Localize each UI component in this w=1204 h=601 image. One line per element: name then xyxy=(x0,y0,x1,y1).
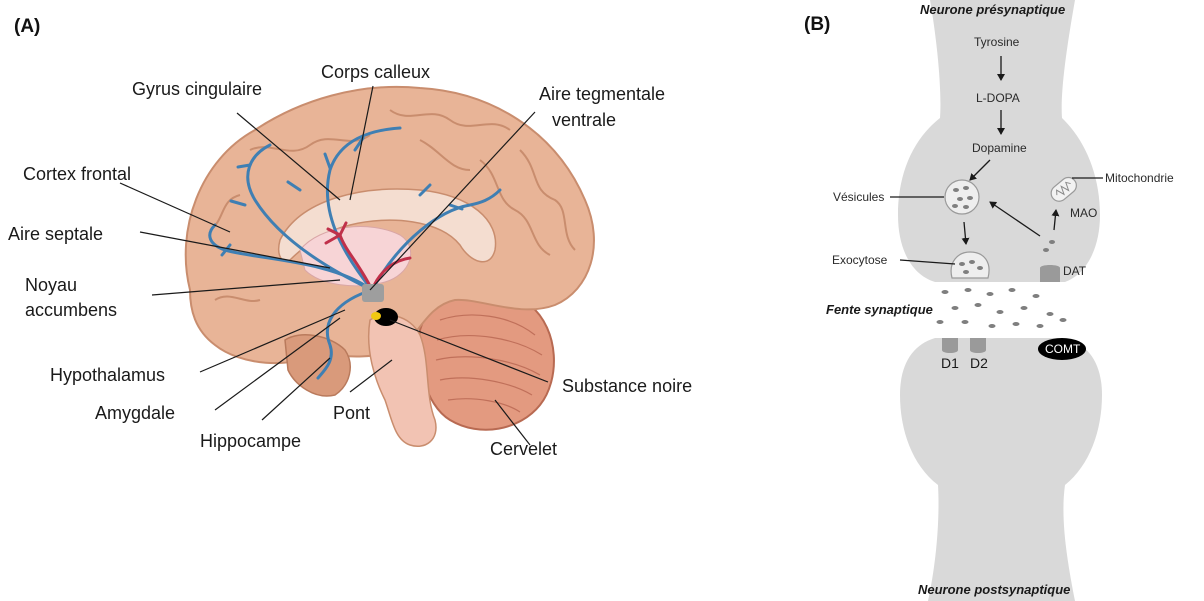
label-d1: D1 xyxy=(941,355,959,371)
label-ldopa: L-DOPA xyxy=(976,91,1020,105)
label-neurone-presynaptique: Neurone présynaptique xyxy=(920,2,1065,17)
vesicle xyxy=(945,180,979,214)
label-fente-synaptique: Fente synaptique xyxy=(826,302,933,317)
label-dat: DAT xyxy=(1063,264,1087,278)
label-cervelet: Cervelet xyxy=(490,439,557,459)
label-cortex-frontal: Cortex frontal xyxy=(23,164,131,184)
label-mao: MAO xyxy=(1070,206,1097,220)
label-aire-tegmentale-2: ventrale xyxy=(552,110,616,130)
label-aire-septale: Aire septale xyxy=(8,224,103,244)
label-noyau-2: accumbens xyxy=(25,300,117,320)
label-comt: COMT xyxy=(1045,342,1081,356)
d1-receptor xyxy=(942,338,958,353)
label-vesicules: Vésicules xyxy=(833,190,884,204)
label-neurone-postsynaptique: Neurone postsynaptique xyxy=(918,582,1070,597)
label-d2: D2 xyxy=(970,355,988,371)
postsynaptic-neuron xyxy=(900,338,1102,601)
panel-a-label: (A) xyxy=(14,16,40,37)
label-substance-noire: Substance noire xyxy=(562,376,692,396)
label-amygdale: Amygdale xyxy=(95,403,175,423)
yellow-marker xyxy=(371,312,381,320)
panel-b-label: (B) xyxy=(804,14,830,35)
label-hypothalamus: Hypothalamus xyxy=(50,365,165,385)
d2-receptor xyxy=(970,338,986,353)
label-tyrosine: Tyrosine xyxy=(974,35,1020,49)
dat-transporter xyxy=(1040,265,1060,282)
label-corps-calleux: Corps calleux xyxy=(321,62,430,82)
label-noyau-1: Noyau xyxy=(25,275,77,295)
label-aire-tegmentale-1: Aire tegmentale xyxy=(539,84,665,104)
label-pont: Pont xyxy=(333,403,370,423)
label-mitochondrie: Mitochondrie xyxy=(1105,171,1174,185)
label-hippocampe: Hippocampe xyxy=(200,431,301,451)
label-dopamine: Dopamine xyxy=(972,141,1027,155)
label-gyrus-cingulaire: Gyrus cingulaire xyxy=(132,79,262,99)
brain-illustration xyxy=(186,87,594,446)
label-exocytose: Exocytose xyxy=(832,253,888,267)
cleft-dopamine-dots xyxy=(937,288,1067,328)
